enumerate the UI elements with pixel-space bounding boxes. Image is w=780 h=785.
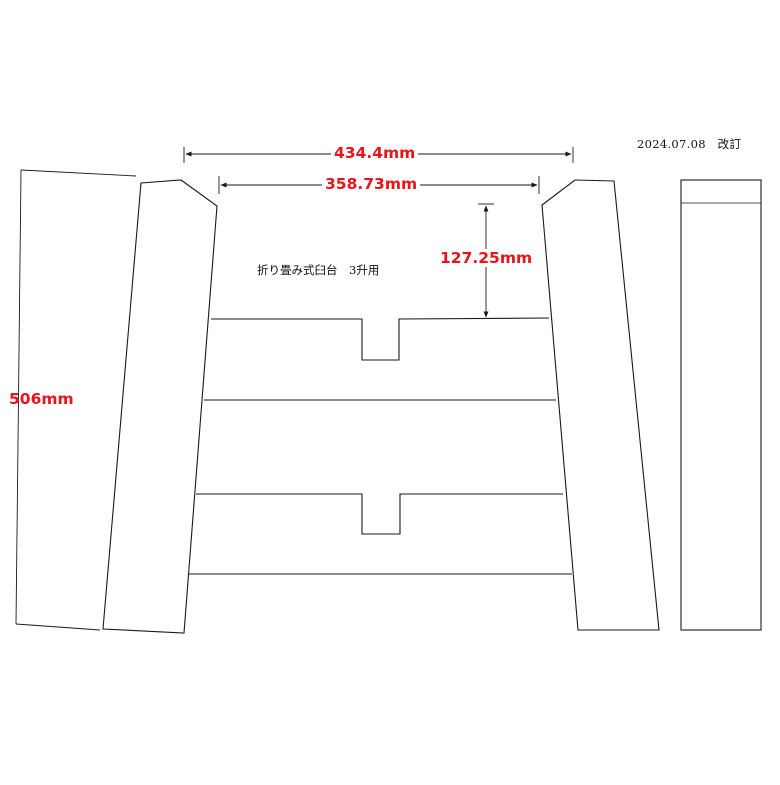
left-leg xyxy=(102,179,218,634)
board-offset-label: 127.25mm xyxy=(438,249,535,267)
height-line xyxy=(15,169,22,625)
cross-board-2-top xyxy=(196,493,563,535)
title-note: 折り畳み式臼台 3升用 xyxy=(257,263,380,277)
overall-width-label: 434.4mm xyxy=(331,144,419,162)
cross-board-1-top xyxy=(211,317,550,361)
height-ext-bottom xyxy=(15,623,101,631)
height-label: 506mm xyxy=(9,390,74,408)
side-view-board xyxy=(680,179,762,631)
height-ext-top xyxy=(20,169,137,177)
inner-width-label: 358.73mm xyxy=(322,175,421,193)
revision-date-label: 2024.07.08 改訂 xyxy=(637,137,742,151)
right-leg xyxy=(541,179,660,631)
